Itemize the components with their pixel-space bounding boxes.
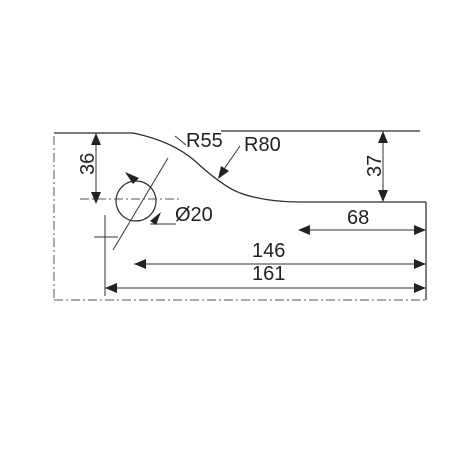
dim-161-arrow-left	[105, 283, 117, 293]
dim-68-arrow-right	[414, 225, 426, 235]
dim-diameter-label: Ø20	[175, 204, 213, 226]
dim-37-arrow-bottom	[378, 190, 388, 202]
dim-r80-leader	[221, 145, 241, 173]
hole-top-arrow	[125, 172, 139, 184]
dim-r55-label: R55	[186, 130, 223, 152]
hole-circle	[115, 180, 157, 222]
dim-37-arrow-top	[378, 131, 388, 143]
dim-r55-leader	[174, 135, 187, 146]
dim-146-arrow-left	[134, 259, 146, 269]
dim-36-arrow-bottom	[91, 192, 101, 204]
hole-diameter-arrow	[150, 212, 161, 225]
dim-68-arrow-left	[298, 225, 310, 235]
hole-diameter-leader	[112, 157, 169, 251]
dim-37-label: 37	[364, 155, 386, 177]
dim-r80-label: R80	[244, 134, 281, 156]
dim-161-label: 161	[252, 263, 285, 285]
dim-36-label: 36	[77, 153, 99, 175]
dim-161-arrow-right	[414, 283, 426, 293]
part-profile-curve	[132, 132, 301, 203]
dim-36-arrow-top	[91, 133, 101, 145]
dim-r80-arrow	[218, 166, 229, 179]
dim-68-label: 68	[347, 207, 369, 229]
dim-146-arrow-right	[414, 259, 426, 269]
dim-146-label: 146	[252, 240, 285, 262]
